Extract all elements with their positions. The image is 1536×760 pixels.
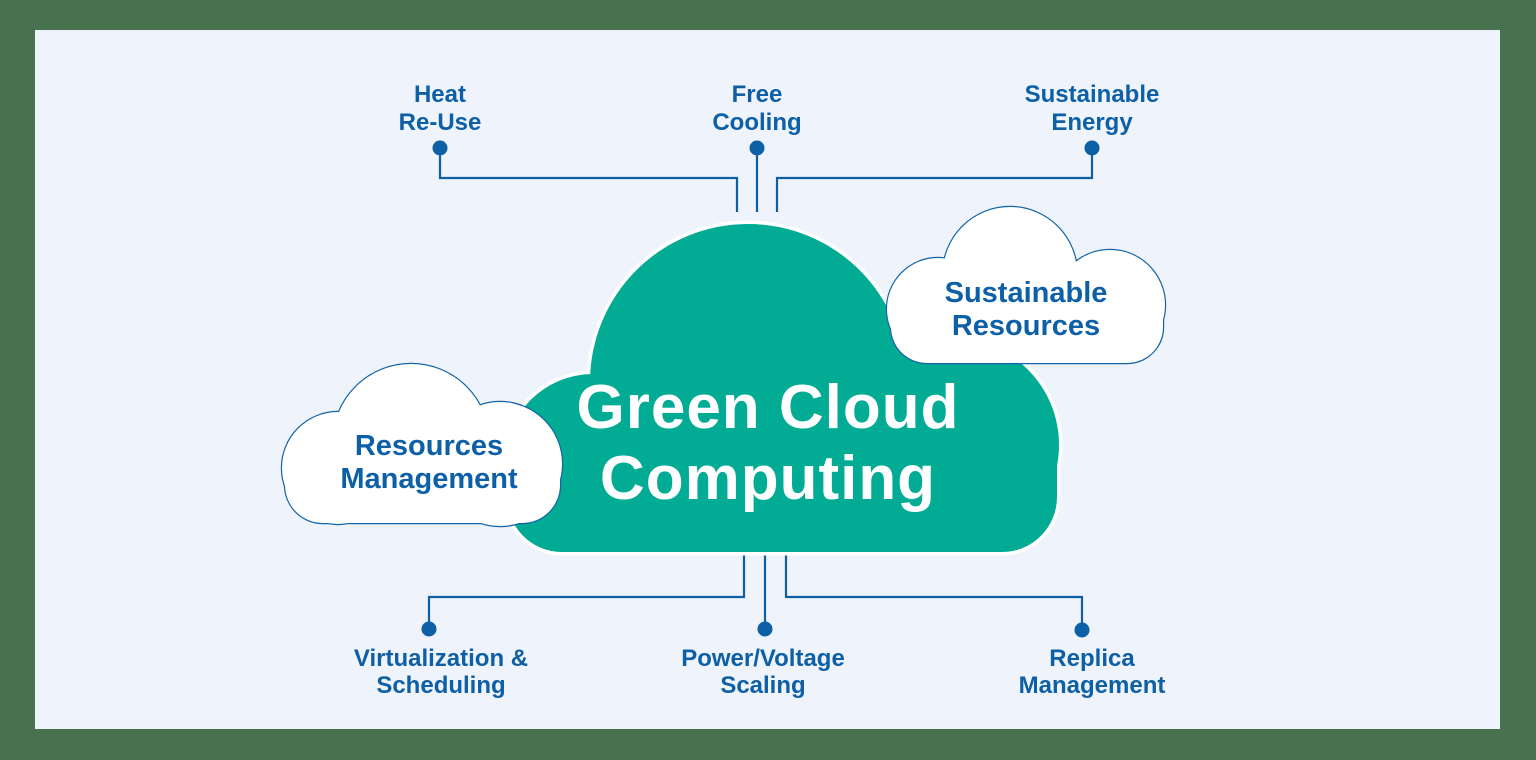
- label-line: Re-Use: [398, 109, 482, 136]
- sustainable-resources-cloud-shape: [885, 205, 1167, 365]
- resources-management-cloud-shape: [280, 362, 564, 528]
- connector-line-sustainable-energy: [775, 148, 1094, 212]
- connector-dot: [1074, 622, 1090, 638]
- label-sustainable-energy: Sustainable Energy: [1025, 81, 1160, 137]
- label-virtualization-scheduling: Virtualization & Scheduling: [354, 645, 528, 699]
- main-cloud-title: Green Cloud Computing: [576, 372, 959, 514]
- label-line: Scheduling: [376, 672, 506, 699]
- label-line: Management: [340, 463, 518, 495]
- label-line: Management: [1018, 672, 1166, 699]
- connector-line-virtualization-scheduling: [427, 548, 746, 629]
- main-cloud-shape: [501, 220, 1063, 556]
- label-line: Resources: [951, 310, 1101, 342]
- label-line: Power/Voltage: [681, 645, 845, 672]
- label-line: Cooling: [712, 109, 802, 136]
- connector-dot: [432, 140, 448, 156]
- label-heat-re-use: Heat Re-Use: [399, 81, 482, 137]
- connector-line-replica-management: [784, 548, 1084, 630]
- label-line: Free: [731, 81, 783, 108]
- label-replica-management: Replica Management: [1019, 645, 1166, 699]
- sustainable-resources-cloud-label: Sustainable Resources: [945, 277, 1108, 343]
- connector-dot: [421, 621, 437, 637]
- label-line: Replica: [1049, 645, 1135, 672]
- connector-dot: [1084, 140, 1100, 156]
- label-line: Sustainable: [944, 277, 1108, 309]
- connector-dot: [757, 621, 773, 637]
- resources-management-cloud-label: Resources Management: [340, 430, 517, 496]
- connector-dot: [749, 140, 765, 156]
- connector-line-heat-re-use: [438, 148, 739, 212]
- label-line: Scaling: [720, 672, 806, 699]
- title-line: Green Cloud: [576, 373, 960, 442]
- label-line: Sustainable: [1024, 81, 1160, 108]
- label-power-voltage-scaling: Power/Voltage Scaling: [681, 645, 845, 699]
- title-line: Computing: [599, 444, 937, 513]
- label-line: Virtualization &: [353, 645, 529, 672]
- label-free-cooling: Free Cooling: [712, 81, 801, 137]
- label-line: Resources: [354, 430, 504, 462]
- label-line: Energy: [1051, 109, 1133, 136]
- label-line: Heat: [413, 81, 467, 108]
